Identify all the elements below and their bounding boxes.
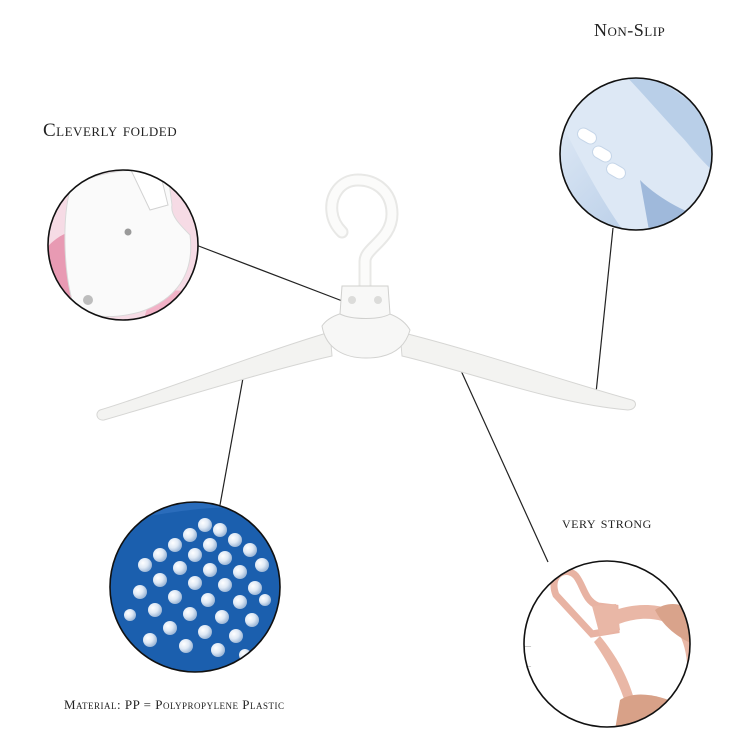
label-material: Material: PP = Polypropylene Plastic (64, 697, 285, 712)
leader-line-nonslip (595, 227, 614, 394)
svg-text:—: — (522, 641, 532, 650)
label-cleverly-folded: Cleverly folded (43, 120, 178, 141)
pellets-detail-circle (109, 501, 281, 673)
nonslip-detail-circle (559, 77, 713, 231)
strong-detail-circle: P — — (522, 560, 691, 728)
hanger-hinge (339, 285, 391, 319)
leader-lines (195, 227, 614, 563)
svg-text:—: — (522, 661, 532, 670)
hanger-image (96, 173, 636, 421)
label-very-strong: very strong (562, 513, 652, 532)
hanger-arms (96, 331, 333, 421)
leader-line-strong (457, 363, 549, 563)
leader-line-material (219, 366, 246, 506)
leader-line-folded (195, 244, 346, 303)
folded-detail-circle (47, 169, 199, 321)
label-non-slip: Non-Slip (594, 20, 666, 40)
